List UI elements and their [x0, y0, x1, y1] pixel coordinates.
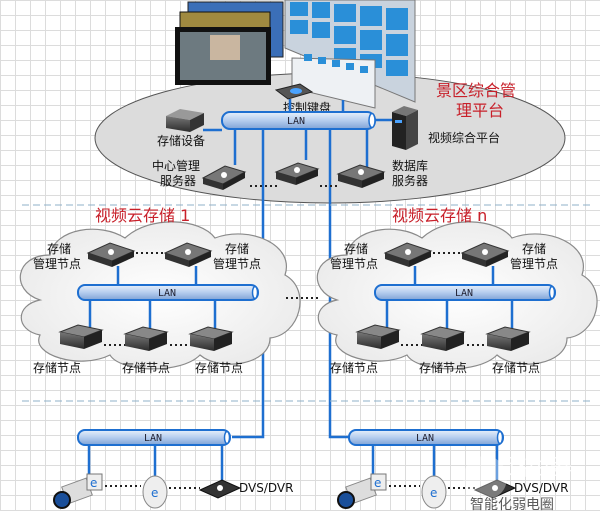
storage-mgmt-node-icon	[163, 242, 213, 267]
mgmt-node-label-line1: 存储	[344, 241, 368, 256]
storage-node-label: 存储节点	[330, 360, 378, 375]
monitor-screens-image	[175, 1, 284, 85]
storage-node-icon	[355, 324, 401, 349]
storage-mgmt-node-icon	[86, 242, 136, 267]
mgmt-node-label-line1: 存储	[47, 241, 71, 256]
ie-icon: e	[374, 476, 381, 490]
mgmt-node2-label-line2: 管理节点	[510, 256, 558, 271]
mgmt-node2-label-line1: 存储	[522, 241, 546, 256]
cloud-lan-bus: LAN	[374, 284, 556, 301]
cloud-storage-2: LAN视频云存储 n存储管理节点存储管理节点存储节点存储节点存储节点	[316, 206, 598, 375]
storage-node-label: 存储节点	[492, 360, 540, 375]
video-wall-image	[284, 0, 416, 109]
cloud-links	[385, 266, 514, 332]
storage-node-icon	[420, 326, 466, 351]
edge-lan-bus-label: LAN	[416, 433, 434, 444]
center-server-icon	[201, 165, 247, 190]
storage-node-icon	[485, 326, 531, 351]
storage-node-label: 存储节点	[419, 360, 467, 375]
mgmt-node2-label-line1: 存储	[225, 241, 249, 256]
edge-lan-bus: LAN	[77, 429, 231, 446]
center-server-label-line2: 服务器	[160, 173, 196, 188]
storage-device-icon	[166, 109, 204, 132]
mgmt-node-label-line2: 管理节点	[33, 256, 81, 271]
cloud-lan-bus-label: LAN	[158, 288, 176, 299]
storage-node-label: 存储节点	[195, 360, 243, 375]
dome-camera-icon: e	[142, 475, 168, 509]
management-title-line1: 景区综合管	[436, 81, 516, 100]
cloud-lan-bus: LAN	[77, 284, 259, 301]
management-lan-bus: LAN	[221, 111, 376, 130]
edge-network-1: LAN e e DVS/DVR	[53, 429, 293, 509]
dvr-icon	[473, 479, 517, 499]
dots	[105, 485, 200, 489]
management-title-line2: 理平台	[456, 101, 504, 120]
video-platform-label: 视频综合平台	[428, 130, 500, 145]
cloud-links	[88, 266, 217, 332]
storage-mgmt-node-icon	[460, 242, 510, 267]
dvr-icon	[198, 479, 242, 499]
video-platform-icon	[392, 106, 418, 150]
database-server-icon	[336, 164, 386, 188]
edge-lan-bus-label: LAN	[144, 433, 162, 444]
ie-icon: e	[151, 486, 158, 500]
management-links	[203, 99, 392, 439]
dome-camera-icon: e	[421, 475, 447, 509]
storage-node-label: 存储节点	[122, 360, 170, 375]
storage-node-icon	[123, 326, 169, 351]
management-lan-label: LAN	[287, 116, 305, 127]
mgmt-node2-label-line2: 管理节点	[213, 256, 261, 271]
ie-icon: e	[430, 486, 437, 500]
storage-mgmt-node-icon	[383, 242, 433, 267]
db-server-label-line2: 服务器	[392, 173, 428, 188]
box-camera-icon: e	[53, 473, 103, 509]
control-keyboard-icon	[274, 83, 314, 100]
watermark-line1: 路由器	[506, 456, 572, 481]
watermark-line2: 智能化弱电圈	[470, 497, 554, 511]
storage-node-icon	[188, 326, 234, 351]
cloud-title: 视频云存储 1	[95, 206, 190, 225]
db-server-label-line1: 数据库	[392, 158, 428, 173]
box-camera-icon: e	[337, 473, 387, 509]
mgmt-node-label-line2: 管理节点	[330, 256, 378, 271]
ie-icon: e	[90, 476, 97, 490]
watermark-logo: 路由器 智能化弱电圈	[463, 456, 572, 511]
dvr-label: DVS/DVR	[514, 481, 568, 495]
edge-lan-bus: LAN	[348, 429, 504, 446]
storage-node-label: 存储节点	[33, 360, 81, 375]
cloud-storage-1: LAN视频云存储 1存储管理节点存储管理节点存储节点存储节点存储节点	[19, 206, 301, 375]
storage-node-icon	[58, 324, 104, 349]
server-icon	[274, 162, 320, 185]
dots	[389, 485, 475, 489]
edge-network-2: LAN e e DVS/DVR	[337, 429, 568, 509]
cloud-title: 视频云存储 n	[392, 206, 487, 225]
center-server-label-line1: 中心管理	[152, 158, 200, 173]
storage-device-label: 存储设备	[157, 133, 205, 148]
cloud-lan-bus-label: LAN	[455, 288, 473, 299]
dvr-label: DVS/DVR	[239, 481, 293, 495]
